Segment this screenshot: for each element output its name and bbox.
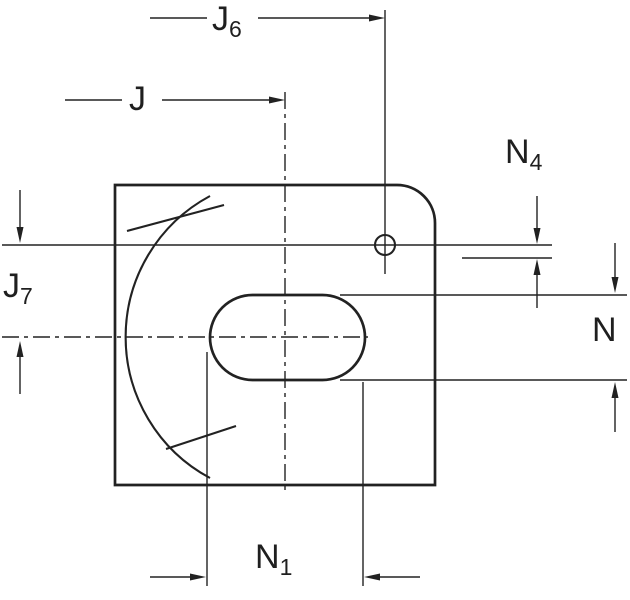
dim-j7 — [16, 190, 24, 394]
dim-label-subscript: 6 — [229, 16, 242, 42]
dim-label-base: N — [592, 311, 617, 349]
dim-j — [65, 96, 285, 104]
arrow-left-icon — [364, 573, 380, 581]
dim-label-base: J — [212, 0, 229, 38]
arrow-down-icon — [611, 277, 619, 293]
dim-label-subscript: 4 — [529, 149, 543, 175]
tangent-line-top — [126, 203, 225, 233]
part-outline — [113, 183, 437, 487]
arrow-right-icon — [369, 14, 385, 22]
dim-label-j: J — [129, 82, 146, 121]
dim-label-n1: N1 — [255, 540, 292, 579]
dim-label-base: J — [3, 267, 20, 305]
arrow-right-icon — [269, 96, 285, 104]
arrow-down-icon — [533, 228, 541, 244]
dim-n4 — [462, 196, 552, 308]
dim-n — [340, 243, 627, 432]
arrow-up-icon — [611, 382, 619, 398]
dim-j6 — [150, 14, 385, 22]
arrow-up-icon — [16, 341, 24, 357]
dim-label-n4: N4 — [505, 135, 542, 174]
dim-label-base: N — [255, 538, 280, 576]
arrow-down-icon — [16, 227, 24, 243]
dim-label-base: N — [505, 133, 530, 171]
dim-label-n: N — [592, 313, 617, 352]
tangent-line-bottom — [165, 425, 237, 450]
slot-outline — [208, 293, 367, 382]
dim-label-j6: J6 — [212, 2, 242, 41]
dim-label-base: J — [129, 80, 146, 118]
dim-label-j7: J7 — [3, 269, 33, 308]
arrow-up-icon — [533, 259, 541, 275]
arrow-right-icon — [190, 573, 206, 581]
dim-label-subscript: 7 — [20, 283, 33, 309]
dim-n1 — [150, 352, 420, 586]
dim-label-subscript: 1 — [279, 554, 293, 580]
